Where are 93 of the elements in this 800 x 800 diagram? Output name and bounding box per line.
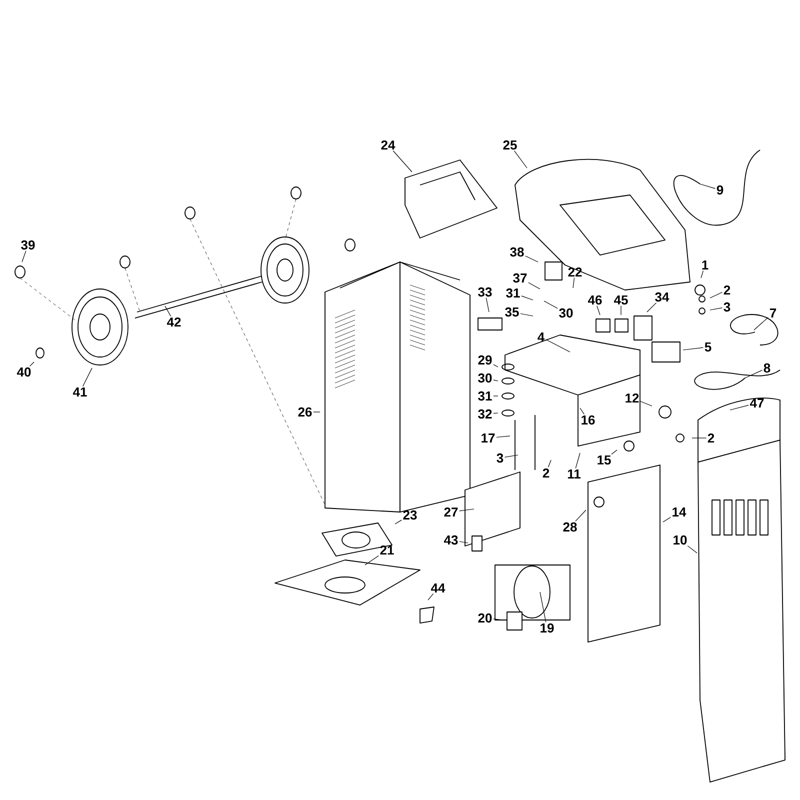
leader-line (730, 404, 749, 410)
callout-number: 21 (380, 545, 394, 555)
leader-line (504, 454, 518, 458)
callout-number: 27 (444, 507, 458, 517)
leader-line (493, 364, 498, 368)
leader-line (364, 555, 379, 566)
leader-line (572, 277, 575, 288)
callout-number: 33 (478, 287, 492, 297)
leader-line (392, 150, 412, 172)
callout-number: 44 (430, 584, 446, 592)
callout-number: 1 (702, 260, 708, 270)
leader-line (164, 306, 172, 317)
leader-line (540, 592, 546, 622)
callout-number: 16 (582, 415, 595, 425)
leader-line (82, 368, 92, 387)
callout-number: 8 (764, 363, 770, 373)
leader-line (700, 270, 704, 278)
callout-number: 3 (724, 302, 730, 312)
callout-number: 20 (478, 613, 492, 623)
leader-line (754, 317, 768, 330)
leader-line (525, 256, 538, 262)
callout-number: 37 (513, 273, 527, 283)
leader-line (496, 436, 510, 438)
callout-number: 43 (444, 535, 458, 545)
leader-line (394, 520, 402, 524)
callout-number: 34 (655, 292, 670, 302)
callout-number: 31 (506, 288, 520, 298)
callout-number: 30 (559, 308, 573, 318)
leader-line (662, 516, 671, 522)
callout-number: 10 (674, 535, 687, 545)
leader-line (611, 450, 618, 455)
leader-line (580, 408, 584, 414)
leader-line (459, 541, 468, 544)
leader-line (575, 452, 580, 469)
leader-line (710, 292, 722, 298)
leader-line (682, 347, 704, 350)
leader-line (687, 546, 698, 554)
callout-number: 17 (482, 434, 495, 442)
callout-number: 11 (568, 470, 581, 478)
leader-line (744, 370, 762, 378)
callout-number: 39 (21, 240, 35, 250)
callout-number: 24 (381, 140, 396, 150)
leader-line (521, 296, 534, 300)
callout-number: 47 (750, 398, 764, 408)
callout-number: 7 (770, 308, 776, 318)
leader-line (575, 510, 586, 522)
callout-number: 26 (298, 407, 312, 417)
callout-number: 9 (716, 185, 724, 195)
callout-number: 41 (72, 388, 87, 396)
leader-line (528, 282, 540, 290)
leader-line (493, 380, 498, 382)
callout-number: 31 (478, 391, 492, 401)
leader-line (520, 313, 534, 316)
callout-number: 19 (540, 623, 554, 633)
leader-line (514, 150, 528, 168)
callout-number: 25 (503, 140, 517, 150)
leader-line (30, 362, 34, 366)
callout-number: 2 (542, 468, 550, 478)
callout-number: 35 (505, 307, 519, 317)
callout-number: 2 (724, 285, 730, 295)
leader-line (486, 298, 490, 312)
leader-line (22, 250, 26, 262)
callout-number: 2 (708, 433, 714, 443)
callout-number: 3 (496, 453, 504, 463)
callout-number: 38 (510, 247, 524, 257)
callout-number: 30 (478, 373, 492, 383)
callout-number: 12 (626, 393, 639, 403)
leader-line (546, 339, 570, 352)
callout-number: 4 (538, 332, 545, 342)
leader-line (710, 308, 722, 310)
callout-number: 32 (478, 409, 492, 419)
leader-line (544, 300, 558, 309)
leader-line (646, 302, 656, 312)
callout-number: 40 (16, 367, 31, 377)
callout-number: 45 (614, 295, 628, 305)
leader-line (620, 305, 622, 316)
callout-number: 46 (588, 295, 602, 305)
callout-number: 28 (563, 522, 577, 532)
leader-line (700, 184, 716, 189)
callout-number: 23 (403, 510, 417, 520)
callout-number: 15 (598, 455, 611, 465)
callout-number: 14 (672, 508, 686, 516)
callout-number: 29 (478, 355, 492, 365)
leader-line (640, 401, 652, 406)
leader-line (459, 508, 474, 512)
leader-line (493, 618, 504, 620)
callout-number: 22 (568, 267, 582, 277)
leader-line (596, 306, 600, 316)
leader-line (548, 460, 552, 468)
callout-number: 5 (704, 342, 712, 352)
leader-line (428, 593, 434, 600)
leader-line (493, 412, 498, 414)
callout-number: 42 (166, 317, 181, 327)
